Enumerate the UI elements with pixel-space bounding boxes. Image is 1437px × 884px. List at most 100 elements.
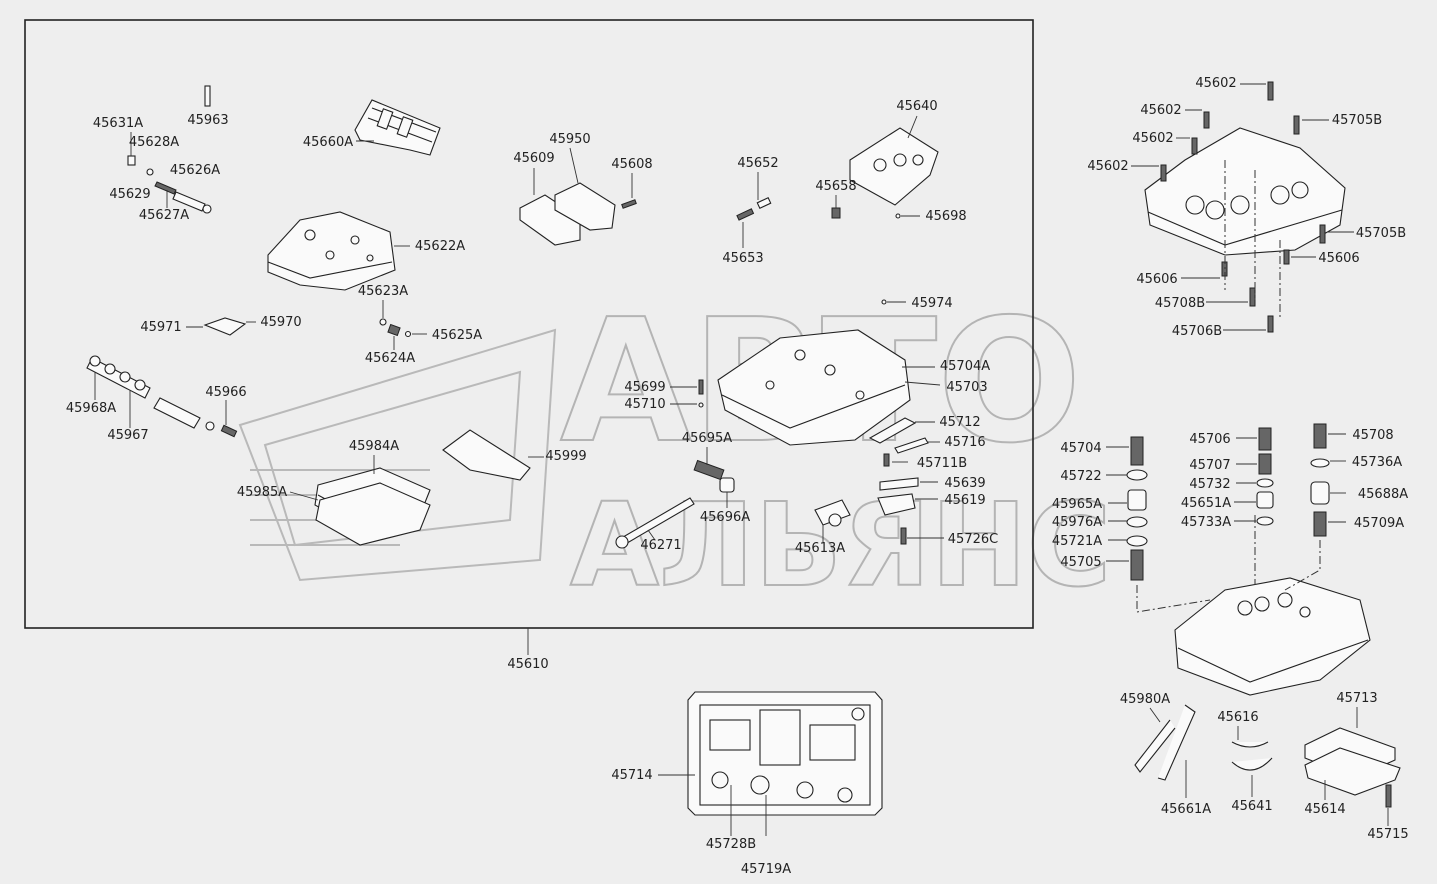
part-45653-spring [736,208,755,248]
part-45705-spring [1106,549,1144,581]
part-label-45705Bb: 45705B [1356,226,1406,241]
part-45966-spring [205,400,238,438]
part-label-45970: 45970 [260,315,301,330]
part-label-45713: 45713 [1336,691,1377,706]
part-label-45602c: 45602 [1132,131,1173,146]
part-label-45715: 45715 [1367,827,1408,842]
part-45721A-oring [1108,535,1148,547]
part-label-45711B: 45711B [917,456,967,471]
part-label-45971: 45971 [140,320,181,335]
watermark-logo: АВТО АЛЬЯНС [238,282,1112,614]
part-45708-spring [1313,423,1346,449]
part-label-45602a: 45602 [1195,76,1236,91]
part-label-45999: 45999 [545,449,586,464]
part-label-45705Ba: 45705B [1332,113,1382,128]
part-label-45653: 45653 [722,251,763,266]
part-label-45606a: 45606 [1318,251,1359,266]
part-45999-plate [442,429,544,481]
part-label-45710: 45710 [624,397,665,412]
part-45623A-ball [379,300,387,326]
part-45715-bolt [1385,784,1392,826]
part-label-45695A: 45695A [682,431,732,446]
part-label-45699: 45699 [624,380,665,395]
dashed-guide-right-lower [1136,515,1321,613]
part-label-45602b: 45602 [1140,103,1181,118]
part-label-45950: 45950 [549,132,590,147]
part-label-45968A: 45968A [66,401,116,416]
part-45625A-pin [404,330,427,338]
part-45628A-ball [146,168,154,176]
part-45976A-oring [1108,516,1148,528]
part-label-45716: 45716 [944,435,985,450]
part-45985A-gasket [289,482,431,546]
part-45606-bolts [1181,249,1316,279]
part-label-45640: 45640 [896,99,937,114]
part-45705B-bolts [1293,115,1354,244]
part-45704-spring [1106,436,1144,466]
part-45950-solenoid-cover [554,147,616,231]
part-label-45606b: 45606 [1136,272,1177,287]
part-45703-valve-body-lower [717,329,941,446]
part-label-45706: 45706 [1189,432,1230,447]
part-label-45626A: 45626A [170,163,220,178]
part-45688A-plug [1310,481,1346,505]
assembly-boundary-frame [24,19,1034,629]
part-45660A-valve-body-small [354,99,441,156]
part-label-45974: 45974 [911,296,952,311]
part-label-45965A: 45965A [1052,497,1102,512]
part-label-45726C: 45726C [948,532,998,547]
part-label-45608: 45608 [611,157,652,172]
part-label-45698: 45698 [925,209,966,224]
part-label-45708Bb: 45706B [1172,324,1222,339]
part-45602-bolts [1131,81,1274,182]
part-label-45610: 45610 [507,657,548,672]
part-label-45619: 45619 [944,493,985,508]
part-label-45963: 45963 [187,113,228,128]
part-45619-bracket [877,493,938,516]
part-label-45629: 45629 [109,187,150,202]
part-label-46271: 46271 [640,538,681,553]
part-45696A-plug [719,477,735,508]
part-label-45625A: 45625A [432,328,482,343]
part-label-45736A: 45736A [1352,455,1402,470]
part-45967-sleeve [129,390,201,429]
part-label-45733A: 45733A [1181,515,1231,530]
part-label-45613A: 45613A [795,541,845,556]
part-45609-gasket [519,168,581,246]
part-45965A-plug [1108,489,1147,511]
part-45706-spring [1236,427,1272,451]
part-45974-pin [881,299,906,305]
part-45622A-valve-body-upper [267,211,410,291]
part-45707-spring [1236,453,1272,475]
part-45695A-spring [693,447,725,481]
part-45640-valve-body-block [849,115,939,206]
part-label-45658: 45658 [815,179,856,194]
part-45658-bolt [831,195,841,219]
part-45733A-oring [1234,516,1274,526]
part-45652-pin [756,172,772,209]
part-label-45623A: 45623A [358,284,408,299]
part-label-45651A: 45651A [1181,496,1231,511]
part-valve-body-lower-right [1174,577,1371,696]
part-label-45707: 45707 [1189,458,1230,473]
part-45726C-bolt [900,527,944,545]
part-45698-pin [895,213,920,219]
part-45970-filter-plate [186,317,256,336]
part-label-45661A: 45661A [1161,802,1211,817]
part-label-45696A: 45696A [700,510,750,525]
part-label-45705: 45705 [1060,555,1101,570]
part-label-45622A: 45622A [415,239,465,254]
part-45627A-spring-assembly [154,181,212,214]
part-label-45703: 45703 [946,380,987,395]
part-label-45980A: 45980A [1120,692,1170,707]
part-45651A-plug [1234,491,1274,509]
part-45716-plate [894,437,940,454]
part-45736A-oring [1310,458,1346,468]
part-label-45627A: 45627A [139,208,189,223]
part-label-45722: 45722 [1060,469,1101,484]
part-label-45616: 45616 [1217,710,1258,725]
part-45709A-spring [1313,511,1346,537]
part-label-45984A: 45984A [349,439,399,454]
part-45616-retainer [1231,726,1269,748]
